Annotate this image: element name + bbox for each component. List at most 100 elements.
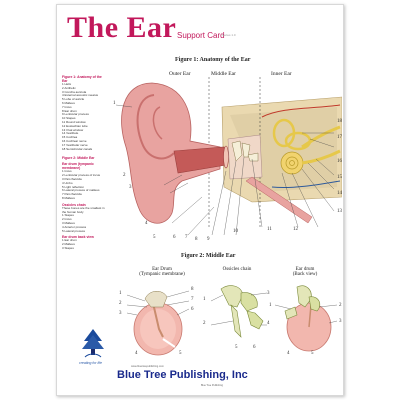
list-item: 7 Pars flaccida [62, 192, 82, 197]
sidebar-fig2-heading: Figure 2: Middle Ear [62, 156, 95, 161]
callout-number: 5 [179, 351, 182, 356]
list-item: 15 Cochlea [62, 135, 78, 140]
callout-number: 15 [337, 175, 342, 180]
list-item: 4 External acoustic meatus [62, 93, 99, 98]
callout-number: 3 [129, 185, 132, 190]
sidebar-note: These bones are the smallest in the huma… [62, 205, 105, 214]
callout-number: 1 [269, 303, 272, 308]
region-label-inner: Inner Ear [271, 71, 292, 77]
callout-number: 6 [173, 235, 176, 240]
list-item: 14 Vestibule [62, 131, 79, 136]
callout-number: 2 [123, 173, 126, 178]
list-item: 8 Ear drum [62, 108, 77, 113]
callout-number: 6 [253, 345, 256, 350]
callout-number: 16 [337, 159, 342, 164]
list-item: 3 Stapes [62, 245, 74, 250]
callout-number: 9 [207, 237, 210, 242]
page-title: The Ear [67, 11, 177, 44]
list-item: 6 Lateral process of malleus [62, 188, 100, 193]
callout-number: 6 [191, 307, 194, 312]
list-item: 2 Lenticular process of incus [62, 173, 101, 178]
callout-number: 4 [267, 321, 270, 326]
figure1-title: Figure 1: Anatomy of the Ear [175, 57, 251, 63]
eardrum-illustration [126, 290, 190, 356]
callout-number: 3 [339, 319, 342, 324]
list-item: 10 Stapes [62, 116, 76, 121]
ossicles-illustration [210, 285, 268, 338]
callout-number: 13 [337, 209, 342, 214]
callout-number: 1 [119, 291, 122, 296]
panel1-caption: Ear Drum (Tympanic membrane) [139, 267, 185, 277]
callout-number: 8 [195, 237, 198, 242]
panel3-caption: Ear drum (Back view) [292, 267, 318, 277]
list-item: 9 Lenticular process [62, 112, 89, 117]
sidebar-fig2-sub1: Ear drum (tympanic membrane) [62, 162, 94, 171]
list-item: 3 Pars flaccida [62, 176, 82, 181]
list-item: 5 Lateral process [62, 228, 86, 233]
callout-number: 4 [145, 221, 148, 226]
callout-number: 5 [311, 351, 314, 356]
list-item: 1 Incus [62, 169, 72, 174]
list-item: 7 Incus [62, 104, 72, 109]
callout-number: 3 [267, 291, 270, 296]
region-label-middle: Middle Ear [211, 71, 236, 77]
callout-number: 4 [287, 351, 290, 356]
callout-number: 18 [337, 119, 342, 124]
region-label-outer: Outer Ear [169, 71, 191, 77]
list-item: 17 Vestibular nerve [62, 142, 88, 147]
list-item: 1 Stapes [62, 213, 74, 218]
list-item: 1 Ear drum [62, 238, 77, 243]
sidebar-fig2-sub2: Ossicles chain [62, 202, 86, 207]
figure2-title: Figure 2: Middle Ear [181, 253, 236, 259]
ear-anatomy-illustration [115, 77, 342, 236]
footer-small-line: www.bluetreepublishing.com [131, 365, 164, 368]
list-item: 12 Eustachian tube [62, 123, 88, 128]
tree-logo-icon [82, 329, 104, 358]
callout-number: 11 [267, 227, 272, 232]
list-item: 5 Light reflection [62, 184, 85, 189]
callout-number: 5 [153, 235, 156, 240]
list-item: 3 Concha auricula [62, 89, 87, 94]
callout-number: 7 [185, 235, 188, 240]
list-item: 8 Malleus [62, 195, 75, 200]
callout-number: 2 [203, 321, 206, 326]
callout-number: 3 [119, 311, 122, 316]
list-item: 1 Helix [62, 82, 72, 86]
callout-number: 14 [337, 191, 342, 196]
callout-number: 17 [337, 135, 342, 140]
list-item: 4 Anterior process [62, 224, 87, 229]
callout-number: 10 [233, 229, 238, 234]
callout-number: 1 [203, 297, 206, 302]
callout-number: 1 [113, 101, 116, 106]
list-item: 2 Malleus [62, 242, 75, 247]
publisher-name: Blue Tree Publishing, Inc [117, 369, 248, 381]
sidebar-fig2-sub3: Ear drum back view [62, 235, 94, 240]
legend-sidebar: Figure 1: Anatomy of the Ear 1 Helix 2 A… [62, 75, 108, 251]
list-item: 18 Semicircular canals [62, 146, 93, 151]
callout-number: 8 [191, 287, 194, 292]
list-item: 11 Round window [62, 119, 86, 124]
sidebar-fig1-list: 1 Helix 2 Antihelix 3 Concha auricula 4 … [62, 82, 108, 151]
panel2-caption: Ossicles chain [222, 267, 252, 272]
callout-number: 4 [135, 351, 138, 356]
list-item: 2 Antihelix [62, 85, 76, 90]
series-note: Series 1.0 [222, 33, 236, 37]
sidebar-fig1-heading: Figure 1: Anatomy of the Ear [62, 75, 102, 83]
callout-number: 7 [191, 297, 194, 302]
footer-contact: Blue Tree Publishing [201, 384, 223, 387]
list-item: 6 Malleus [62, 100, 75, 105]
callout-number: 5 [235, 345, 238, 350]
page-subtitle: Support Card [177, 31, 225, 40]
list-item: 4 Umbo [62, 180, 73, 185]
support-card: The Ear Support Card Series 1.0 Figure 1… [56, 4, 344, 396]
callout-number: 12 [293, 227, 298, 232]
tagline: creating for life [79, 361, 102, 365]
list-item: 2 Incus [62, 217, 72, 222]
list-item: 5 Lobe of auricle [62, 97, 85, 102]
callout-number: 2 [119, 301, 122, 306]
list-item: 13 Oval window [62, 127, 84, 132]
list-item: 3 Malleus [62, 220, 75, 225]
list-item: 16 Cochlear nerve [62, 138, 87, 143]
callout-number: 2 [339, 303, 342, 308]
eardrum-back-illustration [274, 285, 338, 352]
